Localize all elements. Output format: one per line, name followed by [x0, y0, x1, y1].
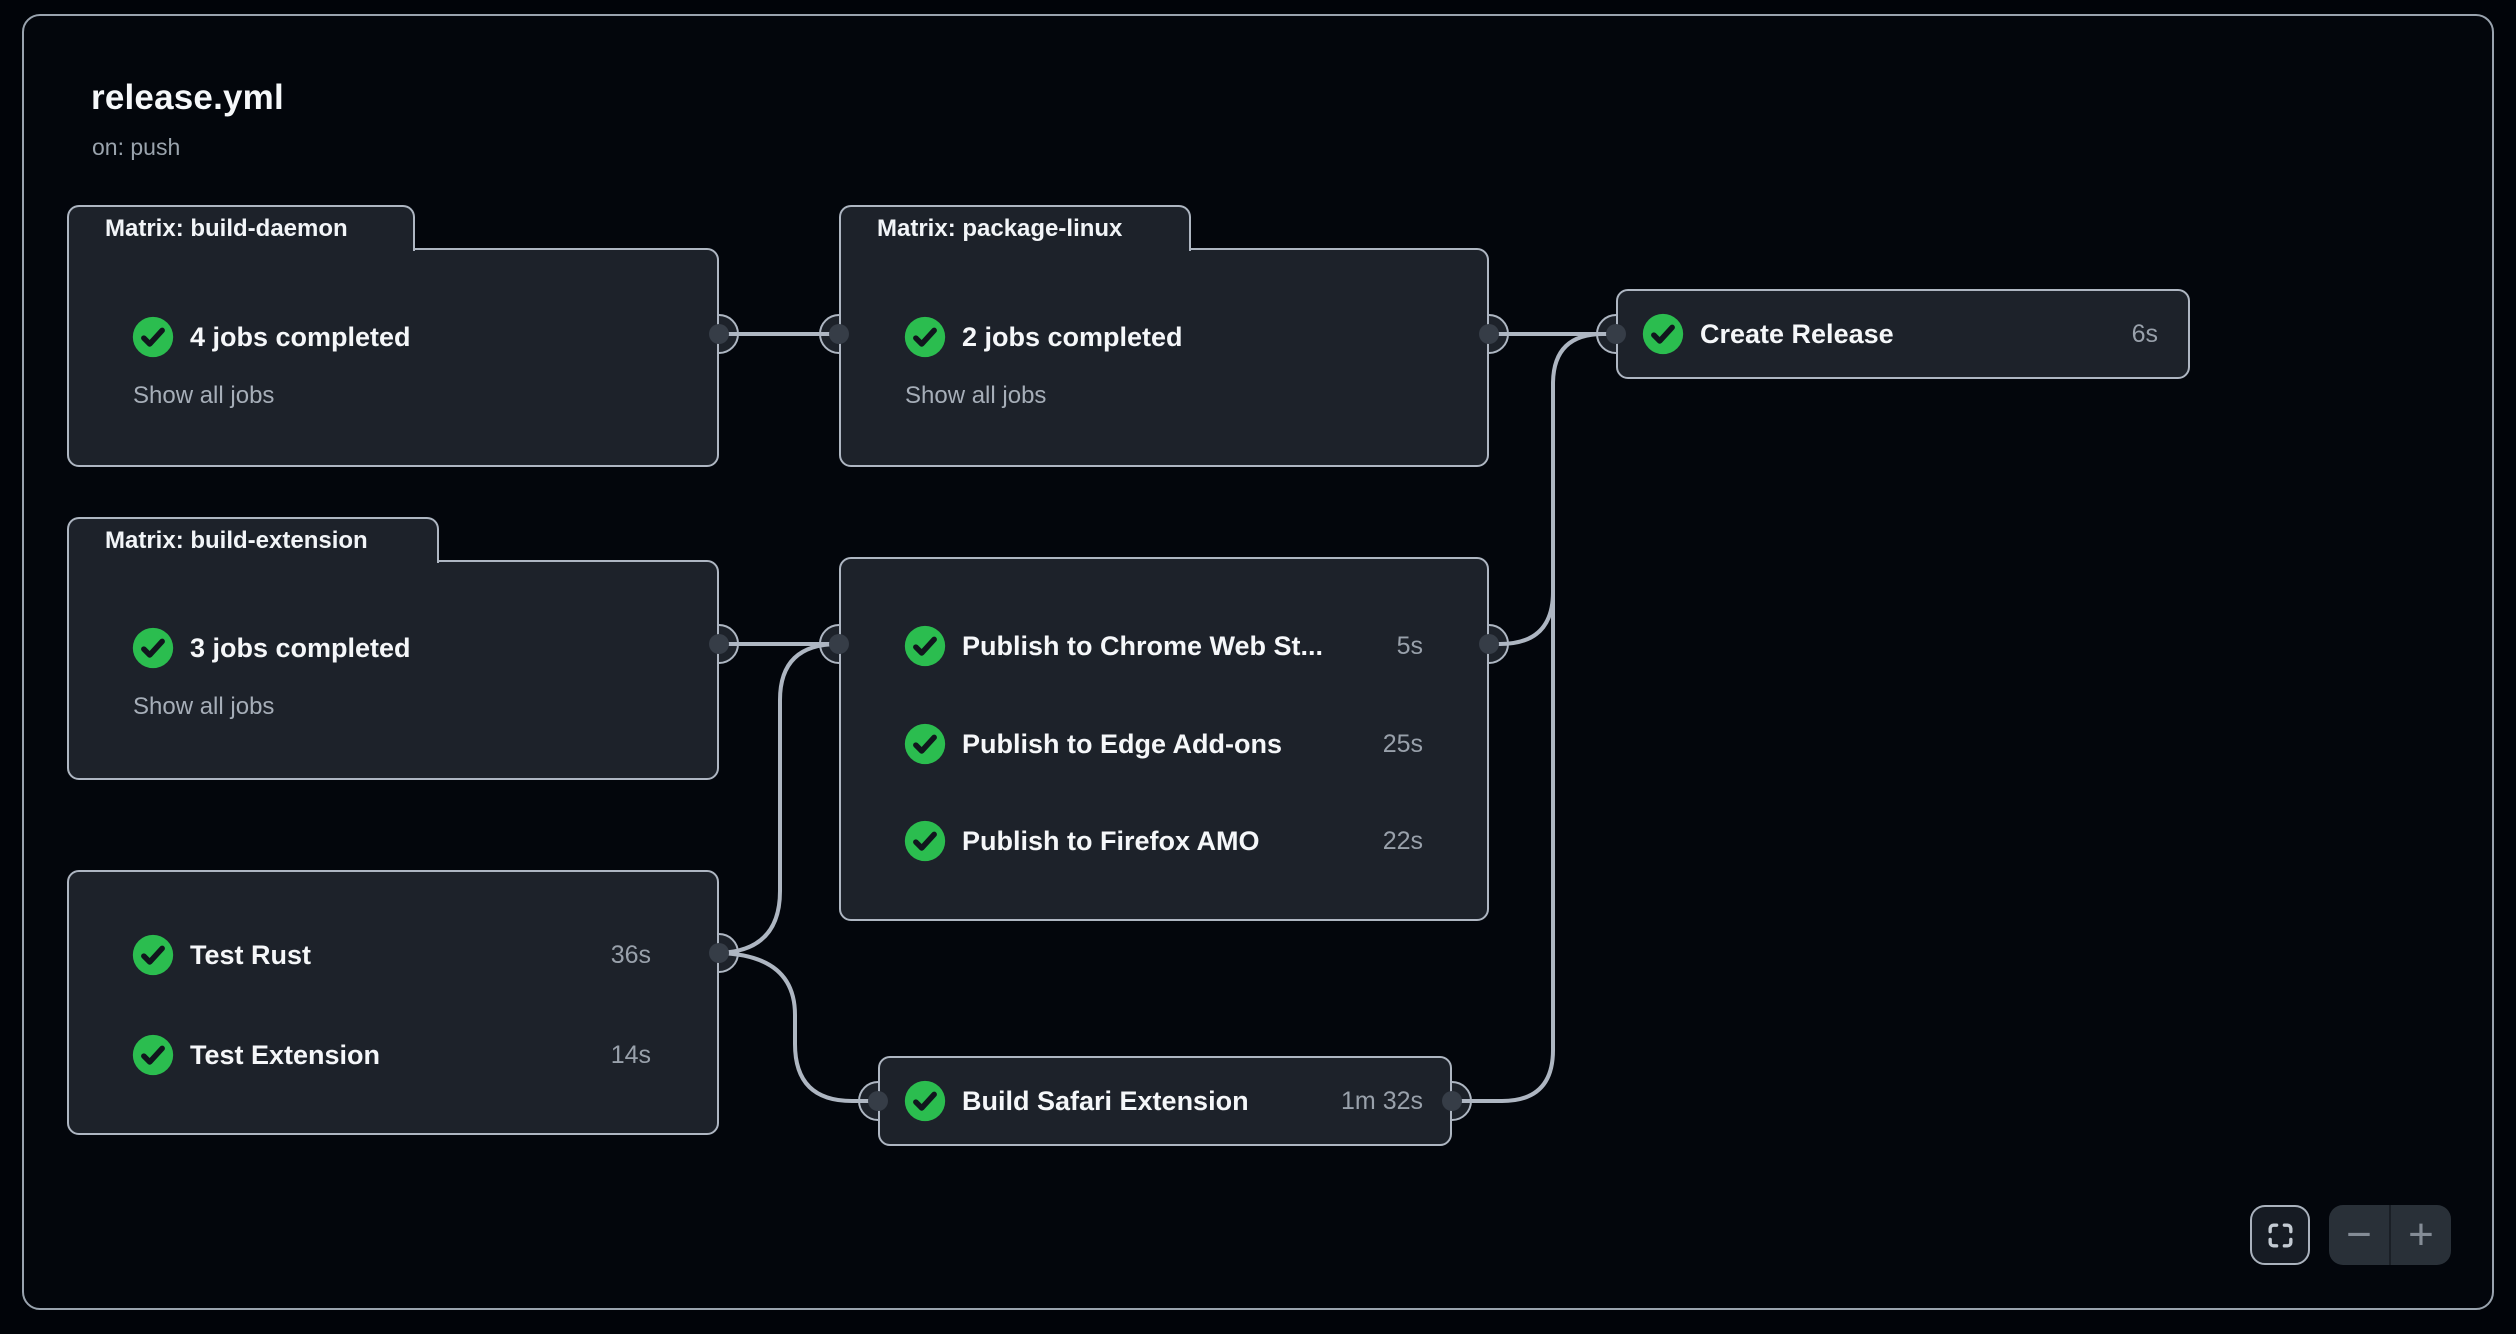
connector-dot	[1479, 634, 1499, 654]
job-label: Test Rust	[190, 939, 312, 970]
matrix-tab: Matrix: package-linux	[839, 205, 1191, 251]
job-label: Test Extension	[190, 1039, 381, 1070]
matrix-tab: Matrix: build-daemon	[67, 205, 415, 251]
matrix-summary: 2 jobs completed	[962, 321, 1183, 352]
success-icon	[903, 819, 947, 863]
show-all-jobs-link[interactable]: Show all jobs	[905, 382, 1047, 409]
matrix-summary: 4 jobs completed	[190, 321, 411, 352]
node-job-create-release[interactable]: Create Release 6s	[1616, 289, 2190, 379]
job-label: Publish to Edge Add-ons	[962, 728, 1282, 759]
job-label: Build Safari Extension	[962, 1085, 1249, 1116]
success-icon	[903, 722, 947, 766]
success-icon	[903, 1079, 947, 1123]
matrix-card[interactable]: 2 jobs completed Show all jobs	[839, 248, 1489, 467]
node-matrix-build-daemon[interactable]: Matrix: build-daemon 4 jobs completed Sh…	[67, 205, 719, 467]
fullscreen-icon	[2265, 1220, 2296, 1251]
success-icon	[131, 315, 175, 359]
connector-dot	[829, 324, 849, 344]
connector-dot	[709, 634, 729, 654]
workflow-trigger: on: push	[92, 134, 181, 160]
job-duration: 36s	[610, 940, 651, 969]
matrix-card[interactable]: 4 jobs completed Show all jobs	[67, 248, 719, 467]
matrix-tab: Matrix: build-extension	[67, 517, 439, 563]
success-icon	[903, 624, 947, 668]
job-duration: 1m 32s	[1341, 1086, 1423, 1115]
matrix-summary: 3 jobs completed	[190, 632, 411, 663]
job-row[interactable]: Publish to Edge Add-ons 25s	[841, 722, 1487, 766]
connector-dot	[868, 1091, 888, 1111]
workflow-title: release.yml	[91, 78, 284, 117]
matrix-tab-label: Matrix: build-extension	[105, 527, 368, 554]
success-icon	[903, 315, 947, 359]
zoom-in-button[interactable]: +	[2389, 1205, 2451, 1265]
connector-dot	[709, 324, 729, 344]
job-label: Create Release	[1700, 318, 1894, 349]
zoom-out-button[interactable]: −	[2346, 1210, 2372, 1259]
connector-dot	[829, 634, 849, 654]
job-row[interactable]: Test Rust 36s	[69, 933, 717, 977]
fullscreen-button[interactable]	[2250, 1205, 2310, 1265]
node-matrix-build-extension[interactable]: Matrix: build-extension 3 jobs completed…	[67, 517, 719, 780]
job-duration: 6s	[2131, 319, 2158, 348]
job-duration: 14s	[610, 1040, 651, 1069]
job-label: Publish to Chrome Web St...	[962, 630, 1324, 661]
show-all-jobs-link[interactable]: Show all jobs	[133, 382, 275, 409]
job-row[interactable]: Test Extension 14s	[69, 1033, 717, 1077]
node-job-build-safari[interactable]: Build Safari Extension 1m 32s	[878, 1056, 1452, 1146]
matrix-tab-label: Matrix: package-linux	[877, 215, 1123, 242]
connector-dot	[709, 943, 729, 963]
node-group-test[interactable]: Test Rust 36s Test Extension 14s	[67, 870, 719, 1135]
connector-dot	[1479, 324, 1499, 344]
connector-dot	[1606, 324, 1626, 344]
job-row[interactable]: Publish to Firefox AMO 22s	[841, 819, 1487, 863]
matrix-tab-label: Matrix: build-daemon	[105, 215, 348, 242]
zoom-controls: − +	[2329, 1205, 2451, 1265]
node-group-publish[interactable]: Publish to Chrome Web St... 5s Publish t…	[839, 557, 1489, 921]
show-all-jobs-link[interactable]: Show all jobs	[133, 693, 275, 720]
job-label: Publish to Firefox AMO	[962, 825, 1260, 856]
job-duration: 25s	[1382, 729, 1423, 758]
success-icon	[131, 933, 175, 977]
success-icon	[131, 626, 175, 670]
job-duration: 5s	[1396, 631, 1423, 660]
connector-dot	[1442, 1091, 1462, 1111]
matrix-card[interactable]: 3 jobs completed Show all jobs	[67, 560, 719, 780]
success-icon	[1641, 312, 1685, 356]
job-duration: 22s	[1382, 826, 1423, 855]
node-matrix-package-linux[interactable]: Matrix: package-linux 2 jobs completed S…	[839, 205, 1489, 467]
job-row[interactable]: Publish to Chrome Web St... 5s	[841, 624, 1487, 668]
success-icon	[131, 1033, 175, 1077]
